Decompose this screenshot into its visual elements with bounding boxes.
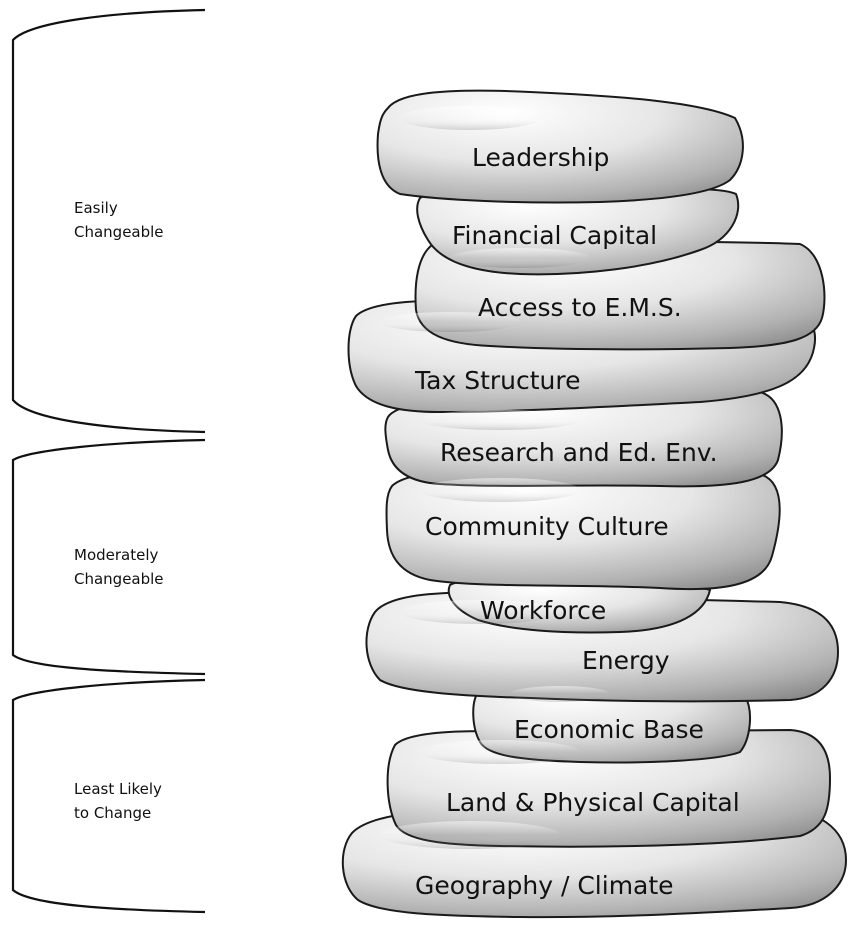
label-community-culture: Community Culture	[425, 512, 669, 541]
group-label-line2: Changeable	[74, 570, 164, 588]
bracket-least-likely	[11, 678, 206, 914]
group-label-line1: Moderately	[74, 546, 159, 564]
label-workforce: Workforce	[480, 596, 606, 625]
label-financial-capital: Financial Capital	[452, 221, 657, 250]
group-label-easily-changeable: Easily Changeable	[74, 196, 164, 244]
brackets	[11, 8, 206, 914]
label-geography: Geography / Climate	[415, 871, 674, 900]
group-label-moderately-changeable: Moderately Changeable	[74, 543, 164, 591]
label-land-physical: Land & Physical Capital	[446, 788, 740, 817]
label-research: Research and Ed. Env.	[440, 438, 718, 467]
stone-labels: Geography / Climate Land & Physical Capi…	[414, 143, 740, 900]
bracket-easily-changeable	[11, 8, 206, 434]
label-economic-base: Economic Base	[514, 715, 704, 744]
group-label-line1: Easily	[74, 199, 118, 217]
stone-highlights	[380, 106, 610, 849]
label-energy: Energy	[582, 646, 670, 675]
group-label-line2: to Change	[74, 804, 152, 822]
label-access-ems: Access to E.M.S.	[478, 293, 682, 322]
label-leadership: Leadership	[472, 143, 609, 172]
label-tax-structure: Tax Structure	[414, 366, 581, 395]
group-label-line2: Changeable	[74, 223, 164, 241]
bracket-moderately-changeable	[11, 438, 206, 676]
group-label-line1: Least Likely	[74, 780, 162, 798]
group-label-least-likely: Least Likely to Change	[74, 777, 162, 825]
